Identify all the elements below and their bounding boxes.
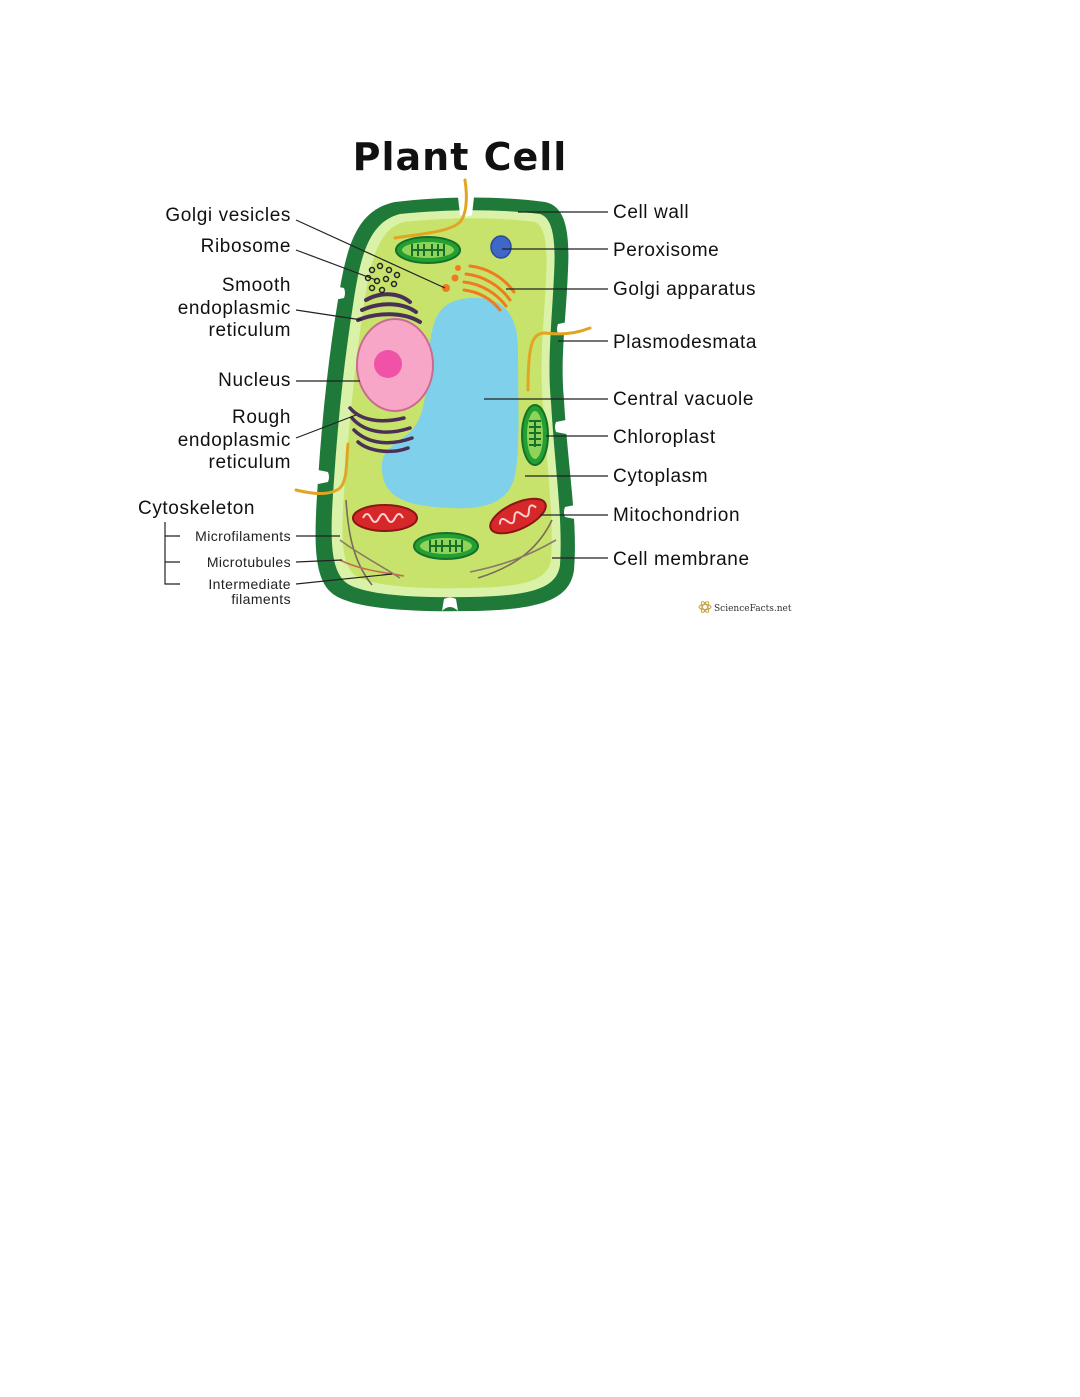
microtubule-fiber <box>469 539 557 573</box>
label-nucleus: Nucleus <box>218 370 291 391</box>
chloroplast-bottom <box>413 532 479 560</box>
cytoskeleton-bracket <box>164 522 180 585</box>
golgi-vesicles <box>442 265 461 292</box>
leader-ribosome <box>295 249 377 281</box>
label-cell-wall: Cell wall <box>613 202 689 223</box>
leader-golgi-vesicles <box>295 219 446 289</box>
nucleolus <box>374 350 402 378</box>
label-smooth-er-line1: Smooth <box>222 275 291 296</box>
nucleus <box>356 318 434 412</box>
ribosome-dot <box>390 280 398 288</box>
rough-er-band <box>352 428 414 445</box>
ribosome-dot <box>393 271 401 279</box>
thylakoid-stack <box>529 420 541 447</box>
label-rough-er-line2: endoplasmic <box>178 430 291 451</box>
ribosome-dot <box>373 277 381 285</box>
rough-er-band <box>348 406 406 423</box>
plasmodesma-top <box>393 178 468 240</box>
mitochondrion-outer <box>352 504 418 532</box>
leader-intermediate <box>295 573 393 585</box>
microfilament-fiber <box>345 499 373 586</box>
ribosome-dot <box>382 275 390 283</box>
smooth-er-band <box>360 302 418 314</box>
label-cytoplasm: Cytoplasm <box>613 466 708 487</box>
label-intermediate-line2: filaments <box>231 591 291 607</box>
leader-lines-right <box>484 211 608 559</box>
thylakoid-stack <box>429 540 463 552</box>
golgi-cisterna <box>462 280 508 308</box>
golgi-cisterna <box>464 272 512 302</box>
ribosome-dot <box>385 266 393 274</box>
label-cytoskeleton: Cytoskeleton <box>138 498 255 519</box>
label-cell-membrane: Cell membrane <box>613 549 750 570</box>
plasmodesmata <box>294 178 592 495</box>
plasmodesma-right <box>526 326 592 392</box>
label-chloroplast: Chloroplast <box>613 427 716 448</box>
chloroplast-right <box>521 404 549 466</box>
cytoskeleton-fibers <box>339 499 557 586</box>
label-golgi-vesicles: Golgi vesicles <box>165 205 291 226</box>
plasmodesma-left <box>294 442 350 495</box>
microfilament-fiber <box>477 519 553 579</box>
rough-er <box>348 406 414 454</box>
ribosomes <box>364 262 401 294</box>
label-microtubules: Microtubules <box>207 554 291 570</box>
ribosome-dot <box>368 284 376 292</box>
ribosome-dot <box>378 286 386 294</box>
label-intermediate-line1: Intermediate <box>208 576 291 592</box>
mitochondrion-outer <box>489 497 547 535</box>
intermediate-filament <box>339 559 405 577</box>
leader-lines-left <box>164 219 446 585</box>
rough-er-band <box>356 440 410 454</box>
peroxisome <box>490 235 512 259</box>
wall-pit <box>331 286 345 300</box>
mitochondrion-right <box>489 497 547 535</box>
wall-pit <box>564 505 578 519</box>
smooth-er-band <box>356 312 422 324</box>
golgi-vesicle <box>451 274 459 282</box>
label-smooth-er-line2: endoplasmic <box>178 298 291 319</box>
thylakoid-stack <box>411 244 445 256</box>
wall-pit <box>315 470 329 484</box>
label-central-vacuole: Central vacuole <box>613 389 754 410</box>
atom-icon <box>698 601 712 613</box>
golgi-vesicle <box>442 284 450 292</box>
label-plasmodesmata: Plasmodesmata <box>613 332 757 353</box>
ribosome-dot <box>376 262 384 270</box>
label-mitochondrion: Mitochondrion <box>613 505 740 526</box>
wall-pit <box>442 597 458 611</box>
cristae <box>498 504 537 525</box>
label-golgi-apparatus: Golgi apparatus <box>613 279 756 300</box>
label-rough-er-line1: Rough <box>232 407 291 428</box>
golgi-vesicle <box>455 265 461 271</box>
watermark: ScienceFacts.net <box>698 601 792 614</box>
diagram-title: Plant Cell <box>353 135 568 179</box>
ribosome-dot <box>368 266 376 274</box>
rough-er-band <box>350 416 412 434</box>
leader-rough-er <box>295 414 357 439</box>
label-ribosome: Ribosome <box>201 236 291 257</box>
label-rough-er-line3: reticulum <box>209 452 291 473</box>
leader-microtubules <box>295 559 343 563</box>
smooth-er <box>356 292 422 324</box>
chloroplast-top <box>395 236 461 264</box>
golgi-cisterna <box>462 288 502 312</box>
label-peroxisome: Peroxisome <box>613 240 719 261</box>
smooth-er-band <box>364 292 412 304</box>
cristae <box>362 513 404 523</box>
wall-pit <box>555 420 569 434</box>
watermark-text: ScienceFacts.net <box>714 604 792 614</box>
label-microfilaments: Microfilaments <box>195 528 291 544</box>
mitochondrion-left <box>352 504 418 532</box>
leader-smooth-er <box>295 309 363 321</box>
label-smooth-er-line3: reticulum <box>209 320 291 341</box>
central-vacuole <box>381 297 519 509</box>
